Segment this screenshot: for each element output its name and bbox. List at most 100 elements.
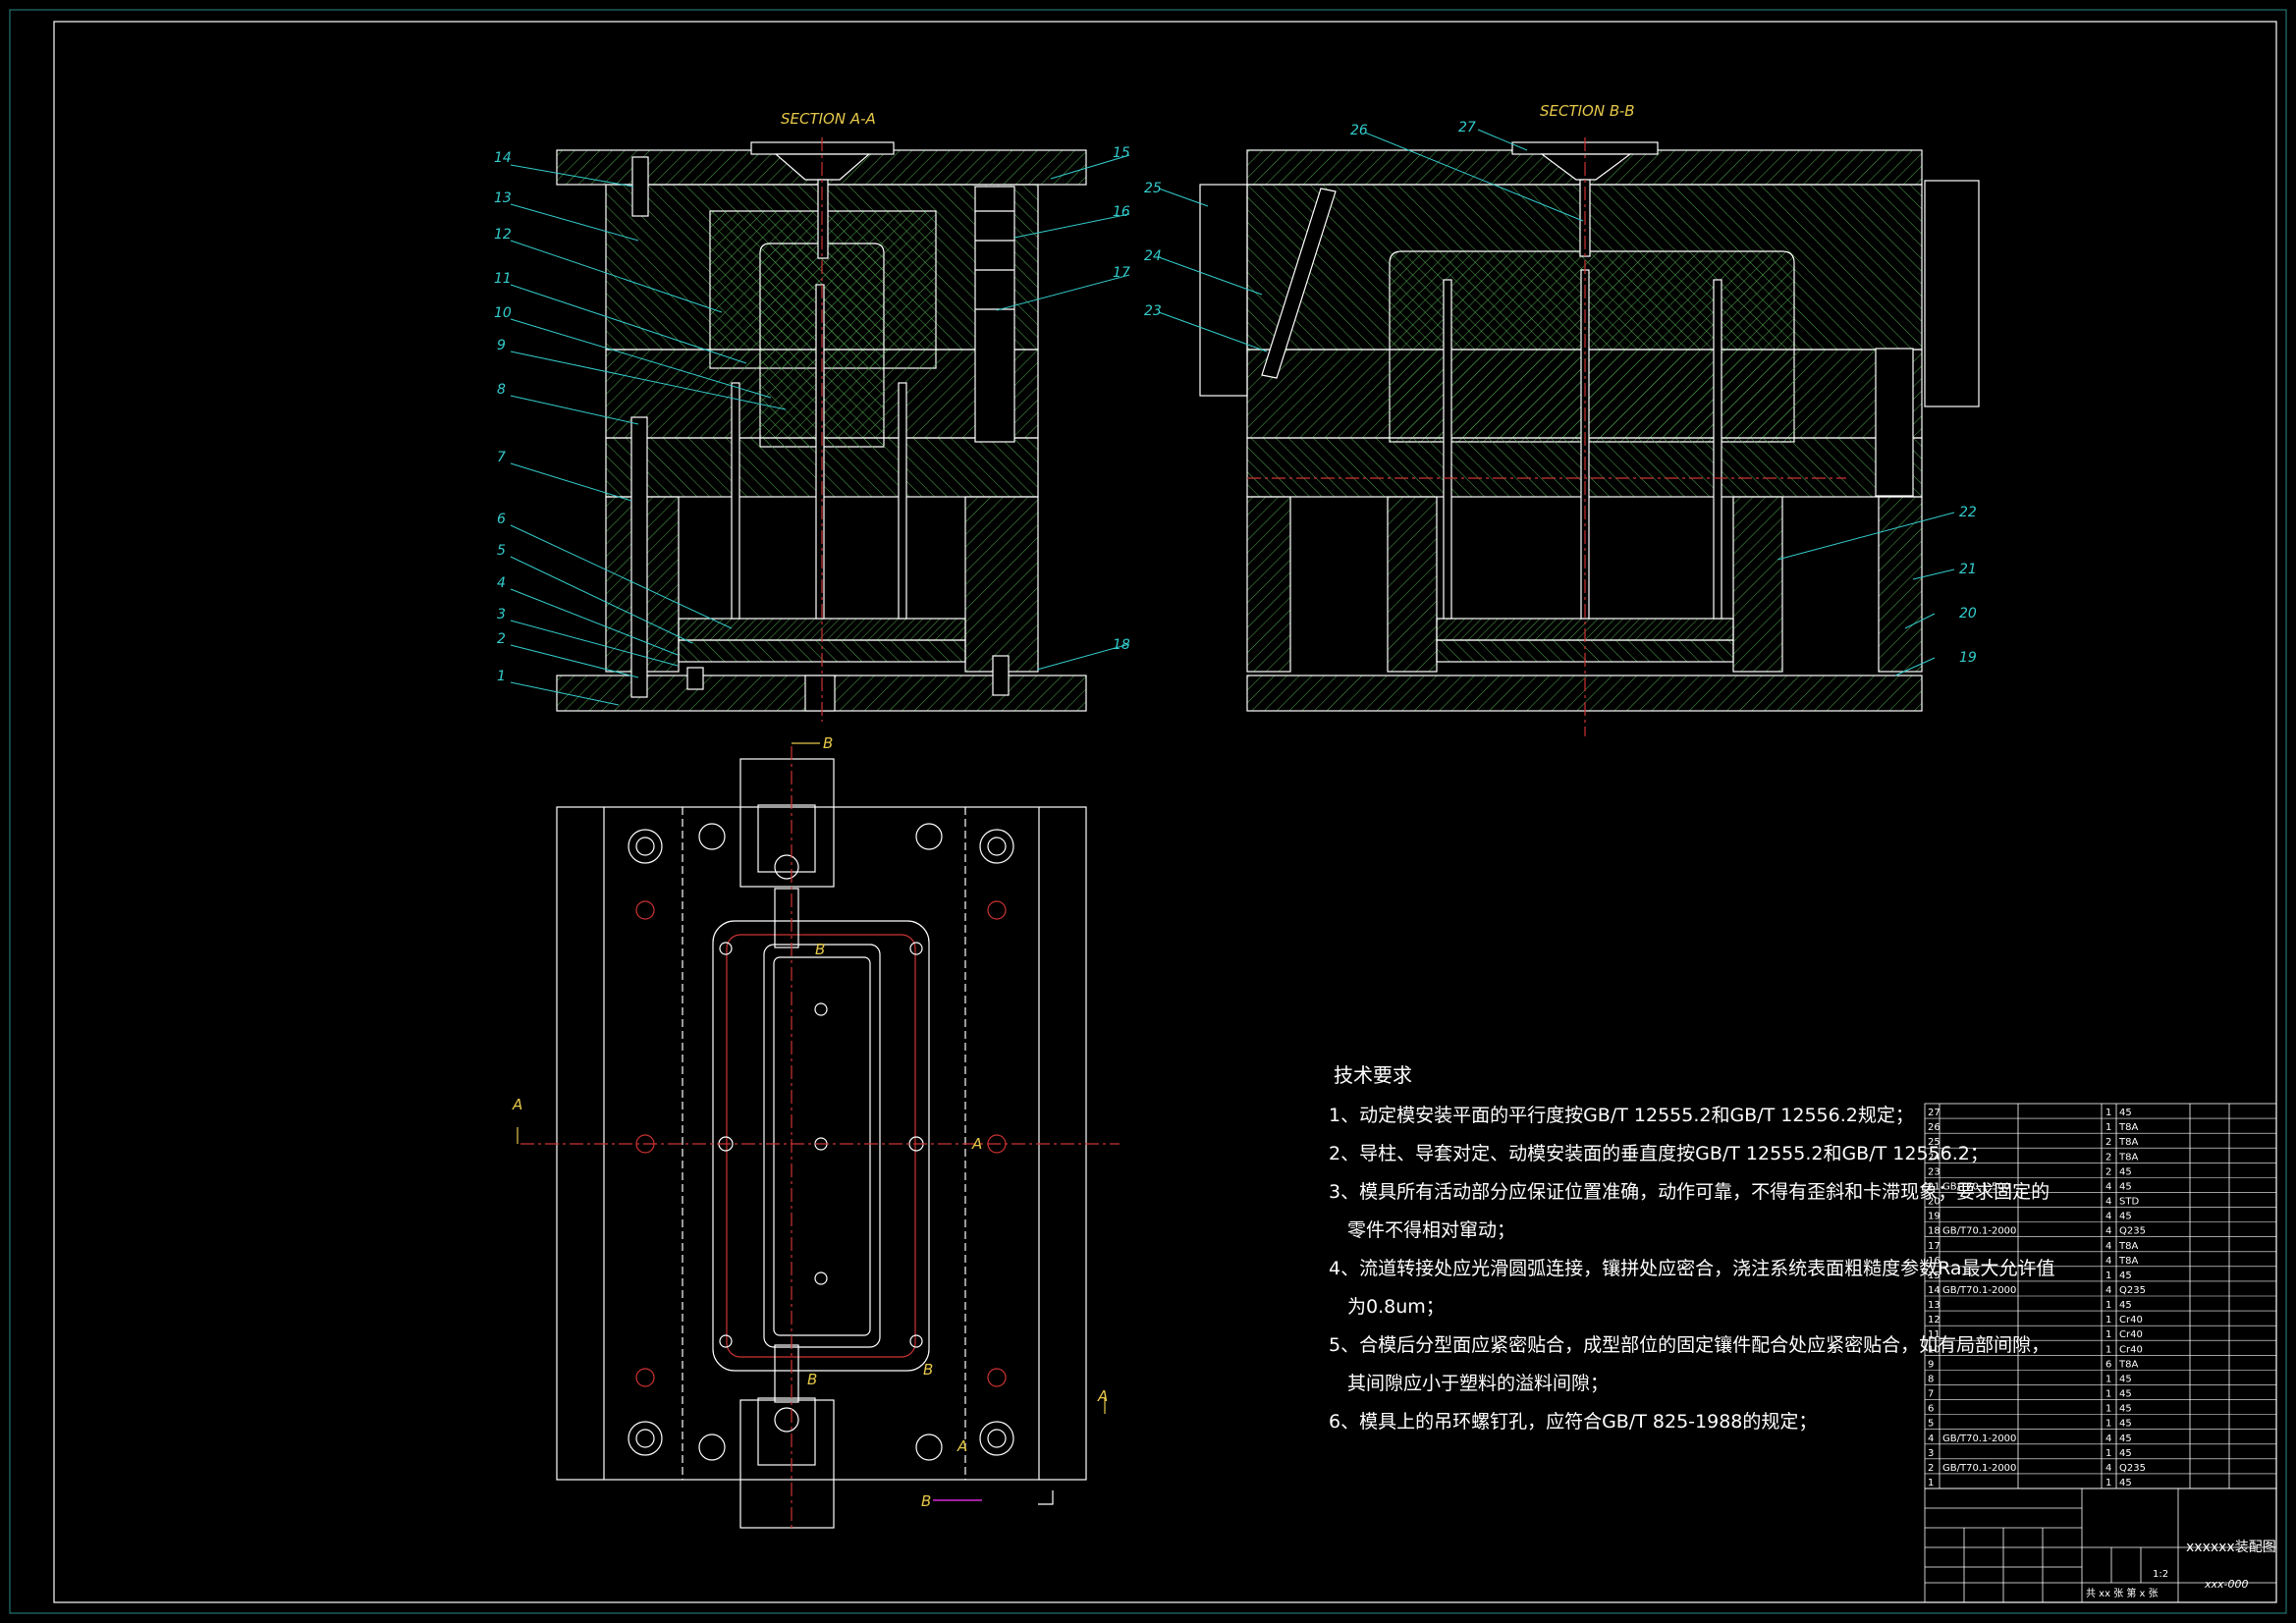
cut-label-b-right: B	[923, 1361, 933, 1379]
balloon-1: 1	[497, 669, 506, 684]
drawing-title: xxxxxx装配图	[2186, 1540, 2276, 1555]
bom-cell-standard: GB/T70.1-500	[1942, 1181, 2010, 1192]
balloon-15: 15	[1113, 145, 1130, 161]
plan-cut-labels: A A A A B B B B B	[512, 734, 1108, 1510]
balloon-9: 9	[497, 338, 506, 353]
balloon-17: 17	[1113, 265, 1130, 281]
bom-cell-no: 13	[1928, 1300, 1941, 1311]
balloon-2: 2	[497, 631, 506, 647]
bom-cell-qty: 4	[2105, 1181, 2111, 1192]
bom-cell-no: 18	[1928, 1226, 1941, 1237]
balloon-7: 7	[497, 450, 506, 465]
drawing-scale: 1:2	[2153, 1569, 2168, 1580]
bom-cell-material: Cr40	[2119, 1344, 2143, 1355]
tech-line-4: 零件不得相对窜动；	[1347, 1219, 1515, 1241]
tech-line-1: 1、动定模安装平面的平行度按GB/T 12555.2和GB/T 12556.2规…	[1329, 1105, 1914, 1126]
bom-cell-qty: 4	[2105, 1434, 2111, 1444]
section-b-view: SECTION B-B	[1199, 102, 1980, 736]
balloon-8: 8	[497, 382, 506, 398]
bom-cell-standard: GB/T70.1-2000	[1942, 1226, 2016, 1237]
bom-cell-no: 7	[1928, 1389, 1934, 1400]
bom-cell-qty: 1	[2105, 1448, 2111, 1459]
bom-cell-no: 27	[1928, 1108, 1941, 1118]
bom-cell-qty: 4	[2105, 1226, 2111, 1237]
bom-cell-material: 45	[2119, 1212, 2132, 1222]
cut-label-a-right: A	[1097, 1387, 1108, 1405]
bom-cell-no: 21	[1928, 1181, 1941, 1192]
balloon-18: 18	[1113, 637, 1130, 653]
section-a-balloons: 14 13 12 11 10 9 8 7 6 5 4 3 2 1 15 16 1…	[494, 145, 1130, 684]
bom-cell-qty: 4	[2105, 1463, 2111, 1474]
bom-cell-no: 6	[1928, 1404, 1934, 1415]
bom-cell-material: T8A	[2118, 1241, 2138, 1252]
section-a-leaders	[510, 154, 1130, 706]
bom-cell-qty: 4	[2105, 1256, 2111, 1267]
bom-cell-no: 11	[1928, 1329, 1941, 1340]
balloon-26: 26	[1350, 123, 1368, 138]
bom-cell-material: 45	[2119, 1419, 2132, 1430]
bom-cell-qty: 1	[2105, 1419, 2111, 1430]
section-b-balloons: 26 27 25 24 23 22 21 20 19	[1144, 120, 1977, 666]
bom-cell-qty: 1	[2105, 1108, 2111, 1118]
title-block	[1924, 1488, 2277, 1603]
bom-cell-material: 45	[2119, 1108, 2132, 1118]
bom-cell-qty: 6	[2105, 1359, 2111, 1370]
section-b-leaders	[1158, 129, 1955, 676]
cut-label-a-centre: A	[971, 1135, 982, 1153]
bom-cell-qty: 1	[2105, 1122, 2111, 1133]
bom-cell-material: 45	[2119, 1389, 2132, 1400]
balloon-14: 14	[494, 150, 512, 166]
bom-cell-material: Q235	[2119, 1463, 2146, 1474]
bom-cell-qty: 4	[2105, 1285, 2111, 1296]
balloon-6: 6	[497, 512, 506, 527]
tech-title: 技术要求	[1334, 1063, 1412, 1087]
cut-label-b-inner: B	[815, 941, 825, 958]
title-block-text: xxxxxx装配图 xxx-000 1:2 共 xx 张 第 x 张	[2086, 1540, 2276, 1599]
balloon-21: 21	[1959, 562, 1977, 577]
cut-label-b-inner-2: B	[807, 1371, 817, 1388]
bom-cell-no: 15	[1928, 1271, 1941, 1281]
bom-cell-no: 12	[1928, 1315, 1941, 1325]
balloon-5: 5	[497, 543, 506, 559]
balloon-3: 3	[497, 607, 506, 622]
bom-cell-material: STD	[2119, 1197, 2139, 1208]
outer-border	[9, 9, 2287, 1614]
bom-cell-material: 45	[2119, 1404, 2132, 1415]
bom-cell-no: 16	[1928, 1256, 1941, 1267]
bom-cell-no: 3	[1928, 1448, 1934, 1459]
bom-cell-no: 24	[1928, 1152, 1941, 1163]
bom-cell-qty: 4	[2105, 1212, 2111, 1222]
bom-cell-no: 9	[1928, 1359, 1934, 1370]
balloon-13: 13	[494, 190, 512, 206]
balloon-27: 27	[1458, 120, 1476, 135]
bom-cell-material: 45	[2119, 1434, 2132, 1444]
bom-cell-material: 45	[2119, 1271, 2132, 1281]
bom-cell-material: Cr40	[2119, 1329, 2143, 1340]
bom-cell-no: 14	[1928, 1285, 1941, 1296]
bom-cell-material: T8A	[2118, 1359, 2138, 1370]
bom-cell-no: 4	[1928, 1434, 1934, 1444]
bom-cell-no: 2	[1928, 1463, 1934, 1474]
bom-cell-no: 23	[1928, 1166, 1941, 1177]
bom-cell-no: 5	[1928, 1419, 1934, 1430]
tech-line-7: 5、合模后分型面应紧密贴合，成型部位的固定镶件配合处应紧密贴合，如有局部间隙，	[1329, 1334, 2050, 1356]
cut-label-b-bottom: B	[921, 1492, 931, 1510]
bom-cell-material: 45	[2119, 1478, 2132, 1488]
bom-cell-material: 45	[2119, 1300, 2132, 1311]
bom-cell-qty: 1	[2105, 1374, 2111, 1384]
bom-cell-qty: 2	[2105, 1137, 2111, 1148]
balloon-12: 12	[494, 227, 512, 243]
balloon-22: 22	[1959, 505, 1977, 520]
bom-cell-qty: 1	[2105, 1329, 2111, 1340]
balloon-24: 24	[1144, 248, 1162, 264]
tech-line-9: 6、模具上的吊环螺钉孔，应符合GB/T 825-1988的规定；	[1329, 1411, 1817, 1433]
tech-line-8: 其间隙应小于塑料的溢料间隙；	[1347, 1373, 1609, 1394]
cut-label-a-lower: A	[957, 1437, 967, 1455]
bom-cell-material: 45	[2119, 1448, 2132, 1459]
bom-cell-standard: GB/T70.1-2000	[1942, 1285, 2016, 1296]
balloon-11: 11	[494, 271, 512, 287]
tech-line-6: 为0.8um；	[1347, 1296, 1445, 1318]
bom-cell-qty: 1	[2105, 1271, 2111, 1281]
tech-line-5: 4、流道转接处应光滑圆弧连接，镶拼处应密合，浇注系统表面粗糙度参数Ra最大允许值	[1329, 1258, 2055, 1279]
